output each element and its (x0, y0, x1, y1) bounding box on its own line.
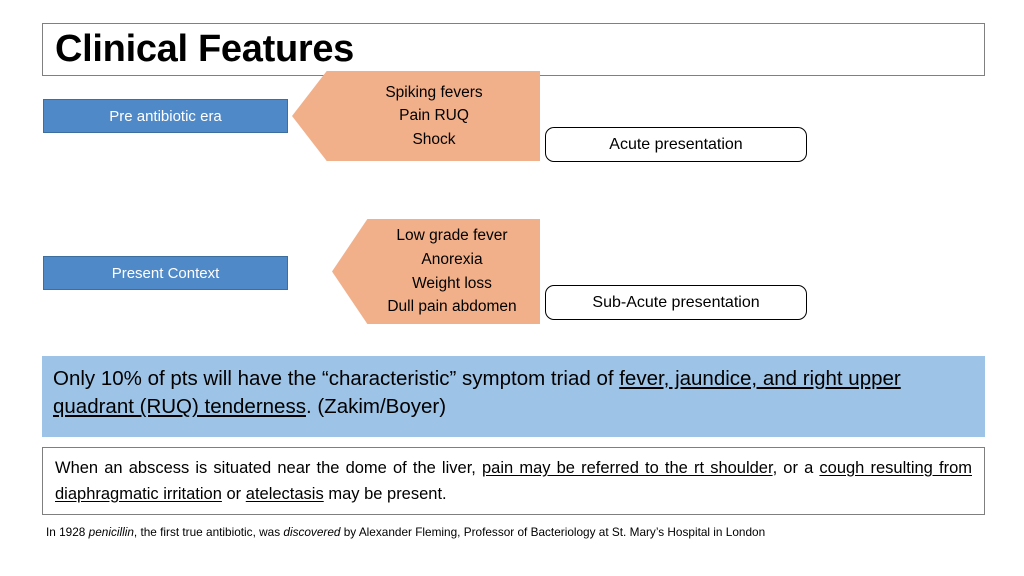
symptom-item: Shock (412, 130, 456, 148)
paragraph-part-1: When an abscess is situated near the dom… (55, 459, 482, 477)
symptom-chevron-subacute: Low grade fever Anorexia Weight loss Dul… (332, 219, 540, 324)
paragraph-part-3: or (221, 484, 246, 503)
paragraph-part-2: , or a (772, 459, 820, 477)
era-label-text: Present Context (111, 264, 220, 282)
paragraph-underlined-cough: cough resulting from diaphragmatic irrit… (55, 459, 972, 503)
era-label-text: Pre antibiotic era (109, 107, 222, 125)
presentation-label: Sub-Acute presentation (592, 293, 760, 311)
page-title: Clinical Features (55, 28, 355, 70)
footnote-part-2: , the first true antibiotic, was (133, 525, 284, 539)
statement-suffix: . (Zakim/Boyer) (305, 395, 447, 419)
footnote-part-3: by Alexander Fleming, Professor of Bacte… (340, 525, 766, 539)
slide-title-box: Clinical Features (42, 23, 985, 76)
symptom-item: Low grade fever (396, 227, 508, 245)
presentation-box-acute: Acute presentation (545, 127, 807, 162)
footnote-italic-discovered: discovered (283, 525, 341, 539)
abscess-paragraph: When an abscess is situated near the dom… (42, 447, 985, 515)
statement-underlined-triad: fever, jaundice, and right upper quadran… (53, 367, 901, 419)
symptom-item: Spiking fevers (385, 83, 483, 101)
footnote-italic-penicillin: penicillin (88, 525, 134, 539)
symptom-chevron-acute: Spiking fevers Pain RUQ Shock (292, 71, 540, 161)
symptom-item: Anorexia (421, 250, 483, 268)
era-label-present-context: Present Context (43, 256, 288, 290)
footnote: In 1928 penicillin, the first true antib… (46, 525, 986, 540)
symptom-item: Weight loss (412, 274, 492, 292)
footnote-part-1: In 1928 (46, 525, 89, 539)
symptom-item: Dull pain abdomen (387, 298, 517, 316)
statement-prefix: Only 10% of pts will have the “character… (53, 367, 620, 390)
presentation-label: Acute presentation (609, 135, 743, 153)
paragraph-underlined-referred-pain: pain may be referred to the rt shoulder (482, 459, 773, 477)
paragraph-part-4: may be present. (323, 484, 447, 503)
highlighted-statement: Only 10% of pts will have the “character… (42, 356, 985, 437)
era-label-pre-antibiotic: Pre antibiotic era (43, 99, 288, 133)
presentation-box-subacute: Sub-Acute presentation (545, 285, 807, 320)
symptom-item: Pain RUQ (399, 107, 469, 125)
paragraph-underlined-atelectasis: atelectasis (245, 484, 324, 503)
